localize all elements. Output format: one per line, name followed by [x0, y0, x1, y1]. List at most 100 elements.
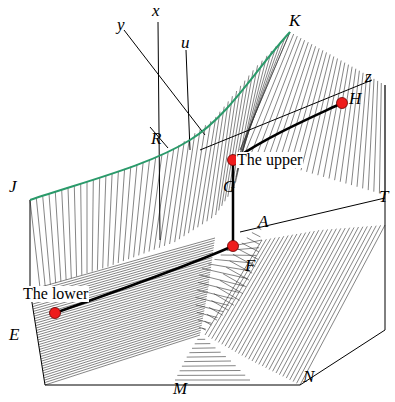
- hatch-line: [198, 282, 239, 292]
- hatch-line: [235, 233, 301, 352]
- y-axis: [124, 30, 205, 135]
- z-axis: [200, 80, 372, 150]
- hatch-line: [279, 227, 358, 375]
- hatch-line: [74, 186, 76, 276]
- hatch-line: [187, 356, 226, 358]
- hatch-line: [45, 335, 200, 385]
- hatch-line: [268, 42, 309, 159]
- hatch-line: [229, 235, 293, 348]
- hatch-line: [239, 37, 285, 156]
- hatch-line: [62, 190, 66, 280]
- hatch-line: [255, 229, 327, 362]
- hatch-line: [103, 176, 106, 268]
- hatch-line: [239, 233, 306, 354]
- hatch-line: [197, 290, 234, 299]
- hatch-line: [323, 63, 344, 177]
- hatch-line: [41, 308, 205, 359]
- hatch-line: [87, 182, 88, 273]
- hatch-line: [44, 330, 201, 380]
- hatch-line: [318, 61, 341, 176]
- hatch-line: [192, 347, 216, 348]
- hatch-line: [42, 316, 203, 366]
- hatch-line: [207, 107, 224, 222]
- right-frame: [300, 85, 385, 385]
- hatch-line: [177, 375, 245, 376]
- hatch-line: [335, 67, 353, 181]
- hatch-line: [286, 226, 367, 378]
- axis-label: The upper: [236, 152, 303, 168]
- hatch-line: [269, 228, 345, 370]
- hatch-line: [379, 83, 381, 193]
- hatch-line: [43, 196, 51, 285]
- hatch-line: [290, 226, 372, 380]
- hatch-line: [195, 297, 228, 305]
- hatch-line: [108, 174, 112, 267]
- hatch-line: [55, 192, 61, 281]
- hatch-line: [30, 200, 40, 288]
- hatch-line: [284, 48, 319, 165]
- hatch-line: [225, 236, 288, 347]
- axis-label: E: [8, 326, 20, 343]
- hatch-line: [81, 184, 82, 275]
- hatch-line: [40, 299, 207, 350]
- bottom-frame: [200, 385, 300, 386]
- hatch-line: [198, 320, 212, 323]
- hatch-line: [208, 264, 250, 271]
- a-line: [240, 198, 385, 232]
- hatch-line: [180, 370, 241, 371]
- hatch-line: [197, 339, 205, 340]
- point-dot: [228, 241, 239, 252]
- hatch-line: [41, 311, 204, 361]
- axis-label: u: [180, 34, 191, 51]
- hatch-line: [182, 365, 236, 367]
- axis-label: M: [172, 380, 188, 397]
- hatch-line: [175, 137, 190, 242]
- hatch-line: [129, 164, 138, 259]
- hatch-line: [293, 226, 376, 382]
- point-dot: [337, 98, 348, 109]
- hatch-line: [92, 180, 93, 272]
- axis-label: A: [257, 213, 269, 230]
- hatch-line: [40, 304, 205, 355]
- hatch-line: [179, 133, 195, 239]
- axis-label: y: [116, 16, 126, 33]
- hatch-line: [374, 81, 378, 192]
- hatch-line: [238, 46, 276, 166]
- hatch-line: [199, 328, 206, 330]
- hatch-line: [189, 352, 220, 354]
- hatch-line: [36, 277, 210, 328]
- hatch-line: [217, 287, 240, 301]
- hatch-line: [246, 34, 294, 152]
- hatch-line: [276, 227, 354, 373]
- hatch-line: [189, 125, 206, 233]
- frame-lines: [30, 22, 385, 385]
- hatch-line: [44, 328, 201, 378]
- path-curve: [55, 103, 342, 313]
- hatch-line: [134, 162, 144, 257]
- hatch-line: [279, 46, 316, 163]
- hatch-line: [221, 255, 257, 256]
- hatch-line: [68, 188, 71, 278]
- hatch-line: [329, 65, 349, 179]
- hatch-line: [30, 240, 214, 292]
- hatch-line: [49, 194, 56, 283]
- hatch-line: [242, 243, 259, 252]
- hatch-line: [252, 230, 323, 361]
- hatch-line: [139, 160, 150, 256]
- hatch-line: [184, 361, 231, 363]
- r-tick: [150, 127, 168, 148]
- hatch-line: [300, 225, 385, 385]
- surface-hatching: [30, 32, 385, 385]
- axis-label: F: [244, 257, 256, 274]
- axis-label: The lower: [22, 286, 89, 302]
- hatch-line: [39, 296, 207, 347]
- hatch-line: [144, 157, 156, 253]
- hatch-line: [283, 227, 363, 377]
- axis-label: z: [364, 68, 373, 85]
- hatch-line: [97, 178, 99, 270]
- hatch-line: [196, 305, 224, 312]
- axis-label: R: [150, 130, 162, 147]
- u-axis: [186, 50, 190, 150]
- hatch-line: [42, 318, 203, 368]
- point-dot: [50, 308, 61, 319]
